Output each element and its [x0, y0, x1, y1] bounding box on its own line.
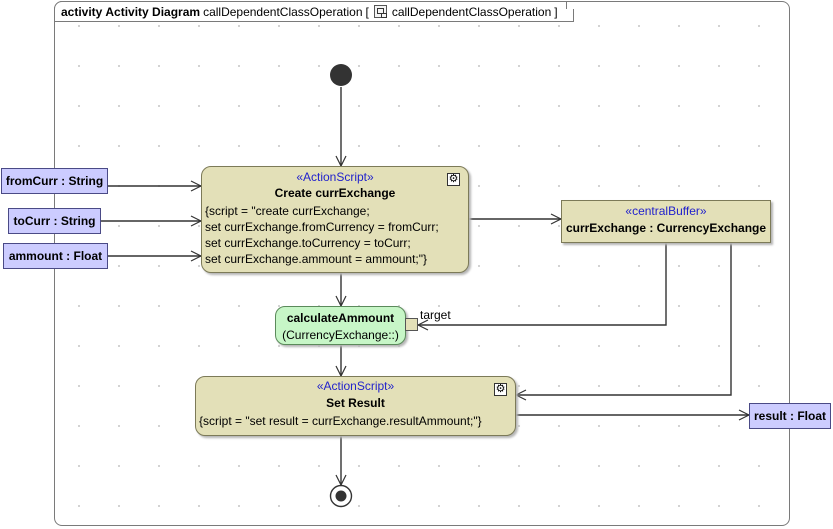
frame-name: callDependentClassOperation	[203, 4, 363, 19]
buffer-stereotype: «centralBuffer»	[625, 204, 707, 218]
frame-header: activity Activity Diagram callDependentC…	[54, 1, 567, 22]
call-action-owner: (CurrencyExchange::)	[282, 328, 399, 342]
param-from-curr-label: fromCurr : String	[5, 174, 104, 188]
param-from-curr[interactable]: fromCurr : String	[1, 168, 108, 194]
frame-diagram-type: Activity Diagram	[105, 4, 201, 19]
target-pin[interactable]	[405, 318, 418, 331]
flow-buffer-to-target	[418, 243, 667, 325]
frame-bracket-open: [	[365, 4, 369, 19]
action-create-currexchange[interactable]: ⚙ «ActionScript» Create currExchange {sc…	[201, 166, 469, 273]
initial-node	[330, 64, 352, 86]
result-action-body: {script = "set result = currExchange.res…	[199, 414, 482, 428]
param-result[interactable]: result : Float	[749, 403, 831, 429]
frame-kind: activity	[61, 4, 103, 19]
frame-behavior-name: callDependentClassOperation	[391, 4, 552, 19]
param-result-label: result : Float	[753, 409, 826, 423]
settings-icon: ⚙	[447, 173, 460, 186]
param-ammount-label: ammount : Float	[8, 249, 103, 263]
action-set-result[interactable]: ⚙ «ActionScript» Set Result {script = "s…	[195, 376, 516, 436]
call-action-name: calculateAmmount	[286, 311, 395, 325]
settings-icon: ⚙	[494, 383, 507, 396]
create-stereotype: «ActionScript»	[296, 170, 374, 184]
call-operation-calculate-ammount[interactable]: calculateAmmount (CurrencyExchange::)	[275, 306, 406, 345]
param-to-curr-label: toCurr : String	[13, 214, 96, 228]
central-buffer-currexchange[interactable]: «centralBuffer» currExchange : CurrencyE…	[561, 200, 771, 243]
target-pin-label: target	[420, 308, 451, 322]
param-ammount[interactable]: ammount : Float	[3, 243, 108, 269]
result-action-name: Set Result	[326, 396, 385, 410]
frame-bracket-close: ]	[554, 4, 558, 19]
create-action-name: Create currExchange	[274, 186, 396, 200]
flow-buffer-to-result	[516, 243, 732, 395]
param-to-curr[interactable]: toCurr : String	[8, 208, 101, 234]
create-action-body: {script = "create currExchange; set curr…	[205, 204, 439, 266]
activity-icon	[373, 5, 387, 18]
result-stereotype: «ActionScript»	[316, 379, 395, 393]
buffer-name: currExchange : CurrencyExchange	[565, 221, 767, 235]
